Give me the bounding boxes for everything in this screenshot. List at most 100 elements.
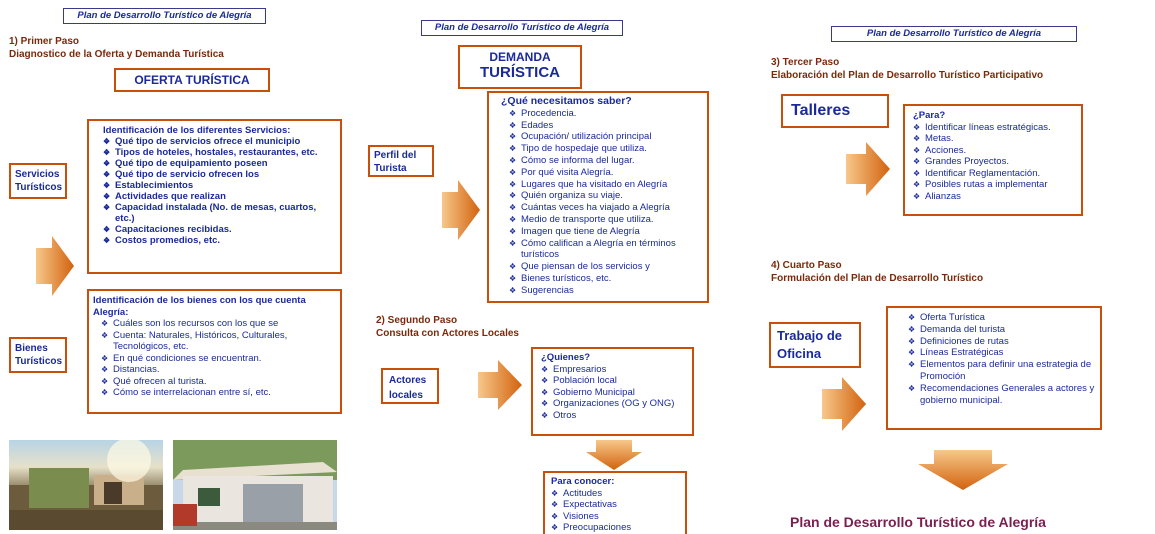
list-item: Tipos de hoteles, hostales, restaurantes…	[103, 147, 334, 158]
list-item: Actitudes	[551, 488, 681, 500]
list-item: Grandes Proyectos.	[913, 156, 1077, 168]
bienes-title: Identificación de los bienes con los que…	[93, 295, 306, 318]
demanda-line2: TURÍSTICA	[480, 64, 560, 81]
demanda-line1: DEMANDA	[489, 50, 551, 64]
step4-subtitle: Formulación del Plan de Desarrollo Turís…	[771, 273, 984, 284]
house-photo-1-image	[9, 440, 163, 530]
house-photo-2	[173, 440, 337, 530]
talleres-label: Talleres	[781, 94, 889, 128]
list-item: Sugerencias	[509, 285, 701, 297]
list-item: Actividades que realizan	[103, 191, 334, 202]
list-item: Tipo de hospedaje que utiliza.	[509, 143, 701, 155]
list-item: Quién organiza su viaje.	[509, 190, 701, 202]
para-title: ¿Para?	[913, 110, 946, 121]
panel1-header: Plan de Desarrollo Turístico de Alegría	[63, 8, 266, 24]
oferta-turistica-label: OFERTA TURÍSTICA	[114, 68, 270, 92]
list-item: Cuántas veces ha viajado a Alegría	[509, 202, 701, 214]
list-item: Imagen que tiene de Alegría	[509, 226, 701, 238]
actores-locales-label: Actores locales	[381, 368, 439, 404]
list-item: Medio de transporte que utiliza.	[509, 214, 701, 226]
step2-subtitle: Consulta con Actores Locales	[376, 328, 519, 339]
list-item: Expectativas	[551, 499, 681, 511]
step3-subtitle: Elaboración del Plan de Desarrollo Turís…	[771, 70, 1044, 81]
list-item: Metas.	[913, 133, 1077, 145]
perfil-turista-label: Perfil del Turista	[368, 145, 434, 177]
quienes-list: EmpresariosPoblación localGobierno Munic…	[541, 364, 688, 422]
list-item: Posibles rutas a implementar	[913, 179, 1077, 191]
list-item: Visiones	[551, 511, 681, 523]
step2-title: 2) Segundo Paso	[376, 315, 458, 326]
list-item: Cómo se interrelacionan entre sí, etc.	[101, 387, 334, 399]
arrow-right-icon	[36, 236, 74, 296]
saber-box: ¿Qué necesitamos saber? Procedencia.Edad…	[487, 91, 709, 303]
list-item: Cuenta: Naturales, Históricos, Culturale…	[101, 330, 334, 353]
list-item: Edades	[509, 120, 701, 132]
list-item: Cómo se informa del lugar.	[509, 155, 701, 167]
list-item: Distancias.	[101, 364, 334, 376]
bienes-list: Cuáles son los recursos con los que seCu…	[93, 318, 334, 399]
house-photo-1	[9, 440, 163, 530]
servicios-turisticos-label: Servicios Turísticos	[9, 163, 67, 199]
list-item: Establecimientos	[103, 180, 334, 191]
trabajo-oficina-label: Trabajo de Oficina	[769, 322, 861, 368]
oficina-list: Oferta TurísticaDemanda del turistaDefin…	[908, 312, 1096, 406]
list-item: Que piensan de los servicios y	[509, 261, 701, 273]
list-item: Qué tipo de servicio ofrecen los	[103, 169, 334, 180]
conocer-list: ActitudesExpectativasVisionesPreocupacio…	[551, 488, 681, 534]
list-item: Por qué visita Alegría.	[509, 167, 701, 179]
list-item: Capacitaciones recibidas.	[103, 224, 334, 235]
list-item: Otros	[541, 410, 688, 422]
list-item: Qué tipo de equipamiento poseen	[103, 158, 334, 169]
list-item: Líneas Estratégicas	[908, 347, 1096, 359]
list-item: Empresarios	[541, 364, 688, 376]
para-list: Identificar líneas estratégicas.Metas.Ac…	[913, 122, 1077, 203]
step4-title: 4) Cuarto Paso	[771, 260, 842, 271]
arrow-right-icon	[822, 377, 866, 431]
conocer-box: Para conocer: ActitudesExpectativasVisio…	[543, 471, 687, 534]
list-item: Lugares que ha visitado en Alegría	[509, 179, 701, 191]
list-item: En qué condiciones se encuentran.	[101, 353, 334, 365]
list-item: Ocupación/ utilización principal	[509, 131, 701, 143]
saber-title: ¿Qué necesitamos saber?	[501, 95, 632, 107]
list-item: Identificar Reglamentación.	[913, 168, 1077, 180]
list-item: Cuáles son los recursos con los que se	[101, 318, 334, 330]
list-item: Acciones.	[913, 145, 1077, 157]
bienes-box: Identificación de los bienes con los que…	[87, 289, 342, 414]
list-item: Capacidad instalada (No. de mesas, cuart…	[103, 202, 334, 224]
servicios-list: Qué tipo de servicios ofrece el municipi…	[103, 136, 334, 246]
list-item: Alianzas	[913, 191, 1077, 203]
demanda-turistica-label: DEMANDA TURÍSTICA	[458, 45, 582, 89]
para-box: ¿Para? Identificar líneas estratégicas.M…	[903, 104, 1083, 216]
list-item: Bienes turísticos, etc.	[509, 273, 701, 285]
servicios-title: Identificación de los diferentes Servici…	[103, 125, 291, 136]
step3-title: 3) Tercer Paso	[771, 57, 840, 68]
quienes-title: ¿Quienes?	[541, 352, 591, 363]
list-item: Población local	[541, 375, 688, 387]
house-photo-2-image	[173, 440, 337, 530]
list-item: Cómo califican a Alegría en términos tur…	[509, 238, 701, 262]
list-item: Qué tipo de servicios ofrece el municipi…	[103, 136, 334, 147]
step1-subtitle: Diagnostico de la Oferta y Demanda Turís…	[9, 49, 224, 60]
step1-title: 1) Primer Paso	[9, 36, 80, 47]
arrow-right-icon	[442, 180, 480, 240]
list-item: Identificar líneas estratégicas.	[913, 122, 1077, 134]
list-item: Demanda del turista	[908, 324, 1096, 336]
list-item: Elementos para definir una estrategia de…	[908, 359, 1096, 383]
servicios-box: Identificación de los diferentes Servici…	[87, 119, 342, 274]
bienes-turisticos-label: Bienes Turísticos	[9, 337, 67, 373]
list-item: Gobierno Municipal	[541, 387, 688, 399]
list-item: Costos promedios, etc.	[103, 235, 334, 246]
oficina-box: Oferta TurísticaDemanda del turistaDefin…	[886, 306, 1102, 430]
arrow-down-icon	[586, 440, 642, 470]
arrow-right-icon	[478, 360, 522, 410]
list-item: Qué ofrecen al turista.	[101, 376, 334, 388]
conocer-title: Para conocer:	[551, 476, 615, 487]
panel2-header: Plan de Desarrollo Turístico de Alegría	[421, 20, 623, 36]
arrow-right-icon	[846, 142, 890, 196]
list-item: Procedencia.	[509, 108, 701, 120]
list-item: Organizaciones (OG y ONG)	[541, 398, 688, 410]
final-plan-title: Plan de Desarrollo Turístico de Alegría	[790, 514, 1046, 530]
saber-list: Procedencia.EdadesOcupación/ utilización…	[509, 108, 701, 297]
list-item: Preocupaciones	[551, 522, 681, 534]
list-item: Definiciones de rutas	[908, 336, 1096, 348]
